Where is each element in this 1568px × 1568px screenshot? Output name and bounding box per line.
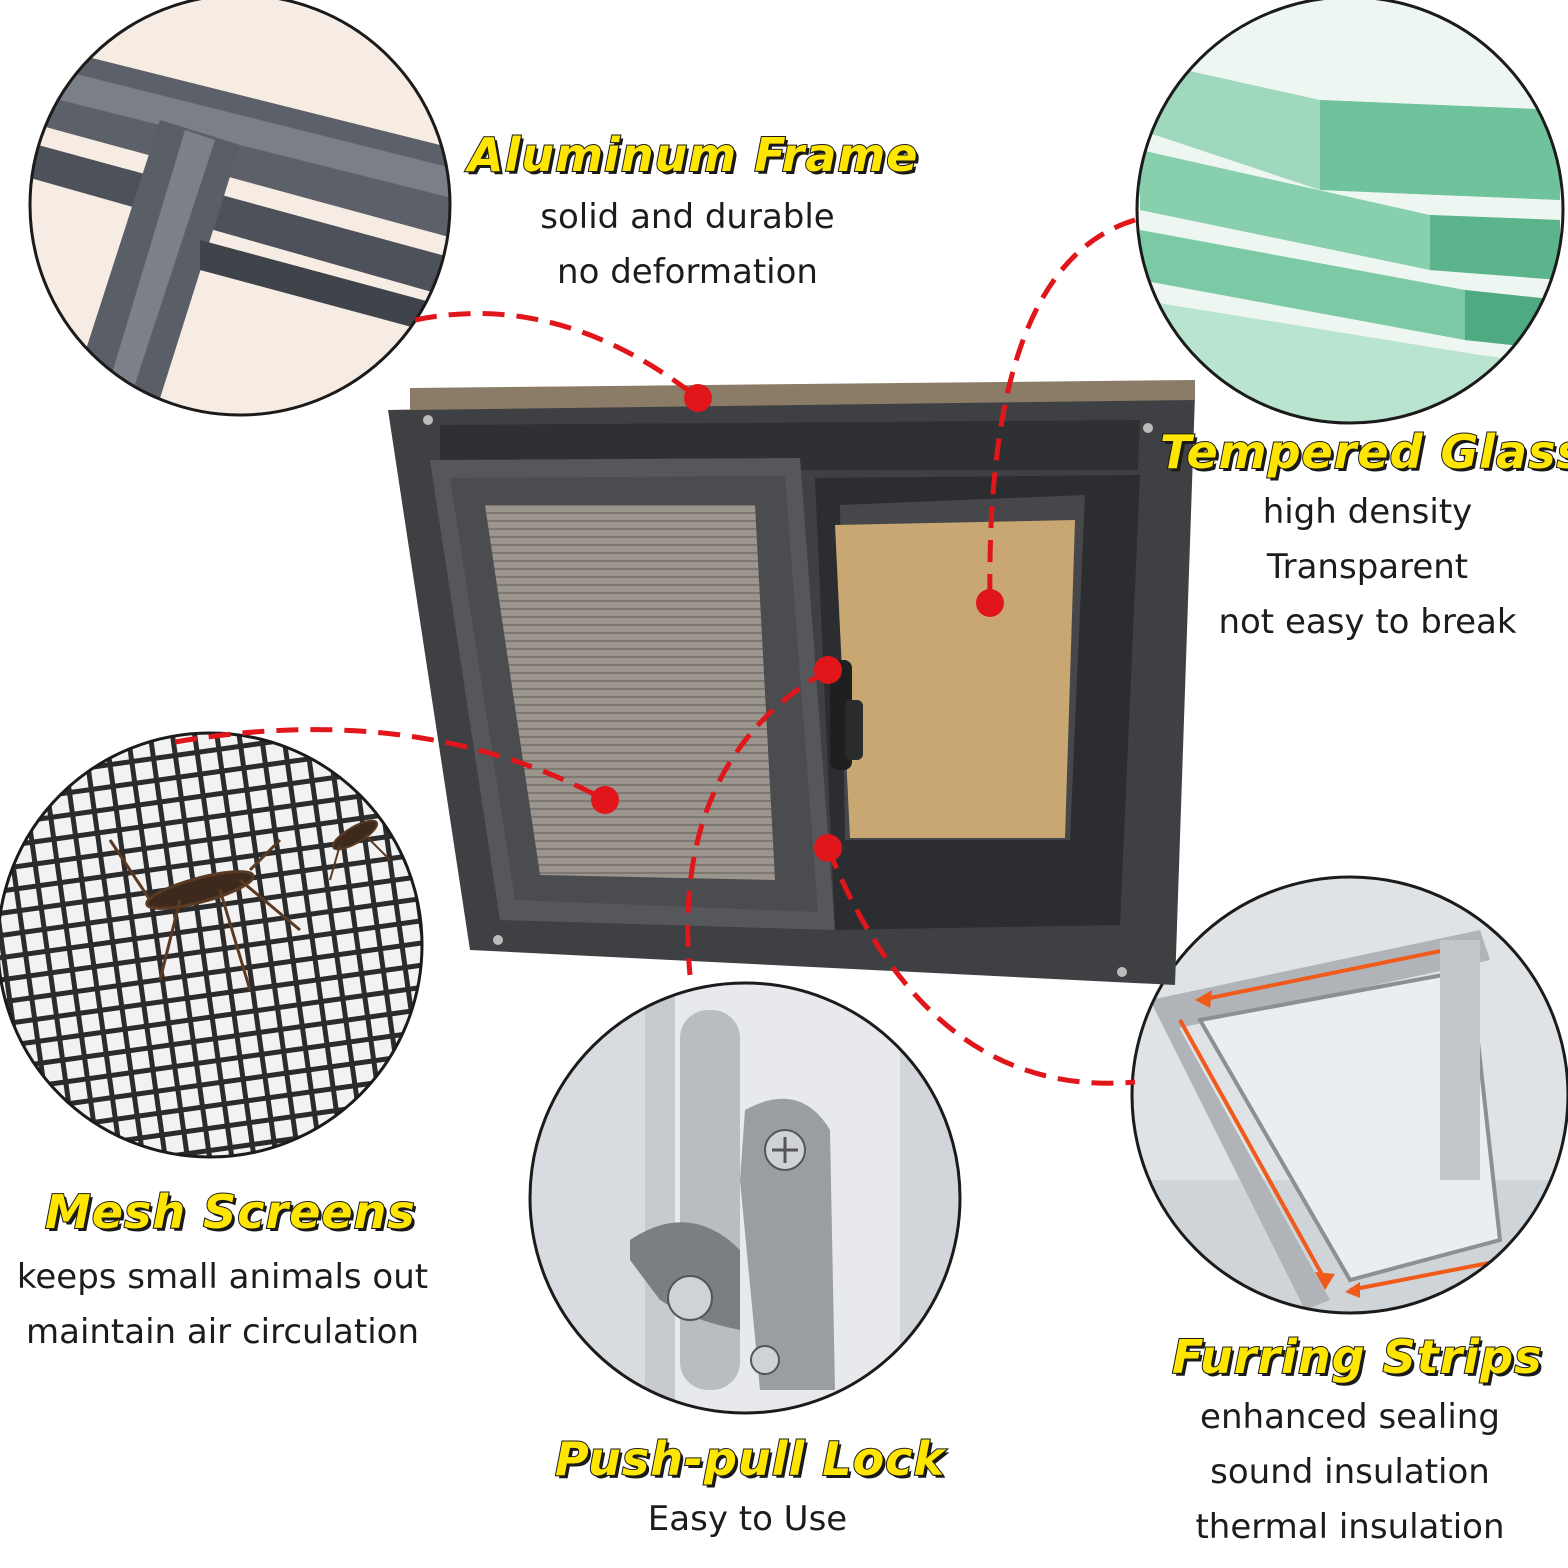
mesh-screens-title: Mesh Screens bbox=[44, 1184, 416, 1240]
tempered-glass-line-2: Transparent bbox=[1266, 547, 1469, 587]
tempered-glass-title: Tempered Glass bbox=[1159, 424, 1568, 480]
push-pull-lock-description: Easy to Use bbox=[600, 1492, 895, 1547]
aluminum-frame-title: Aluminum Frame bbox=[467, 127, 919, 183]
furring-strips-line-2: sound insulation bbox=[1210, 1452, 1490, 1492]
aluminum-frame-line-1: solid and durable bbox=[540, 197, 835, 237]
mesh-screens-line-2: maintain air circulation bbox=[25, 1312, 419, 1352]
tempered-glass-description: high density Transparent not easy to bre… bbox=[1190, 485, 1545, 650]
tempered-glass-closeup bbox=[1135, 0, 1565, 425]
furring-strips-description: enhanced sealing sound insulation therma… bbox=[1170, 1390, 1530, 1555]
mesh-screens-line-1: keeps small animals out bbox=[16, 1257, 429, 1297]
aluminum-frame-closeup bbox=[28, 0, 452, 417]
callout-dots bbox=[591, 384, 1004, 862]
aluminum-frame-description: solid and durable no deformation bbox=[500, 190, 875, 300]
tempered-glass-line-3: not easy to break bbox=[1218, 602, 1517, 642]
sliding-window-product bbox=[388, 380, 1195, 985]
push-pull-lock-line-1: Easy to Use bbox=[647, 1499, 848, 1539]
mesh-screens-description: keeps small animals out maintain air cir… bbox=[0, 1250, 445, 1360]
callout-lines bbox=[174, 217, 1136, 1086]
push-pull-lock-title: Push-pull Lock bbox=[554, 1431, 946, 1487]
mesh-screen-closeup bbox=[0, 731, 424, 1159]
furring-strips-title: Furring Strips bbox=[1171, 1329, 1543, 1385]
furring-strips-line-1: enhanced sealing bbox=[1200, 1397, 1500, 1437]
furring-strips-closeup bbox=[1130, 875, 1568, 1315]
furring-strips-line-3: thermal insulation bbox=[1195, 1507, 1505, 1547]
aluminum-frame-line-2: no deformation bbox=[557, 252, 818, 292]
mosquito-icon bbox=[108, 838, 301, 991]
push-pull-lock-closeup bbox=[528, 981, 962, 1415]
tempered-glass-line-1: high density bbox=[1262, 492, 1473, 532]
